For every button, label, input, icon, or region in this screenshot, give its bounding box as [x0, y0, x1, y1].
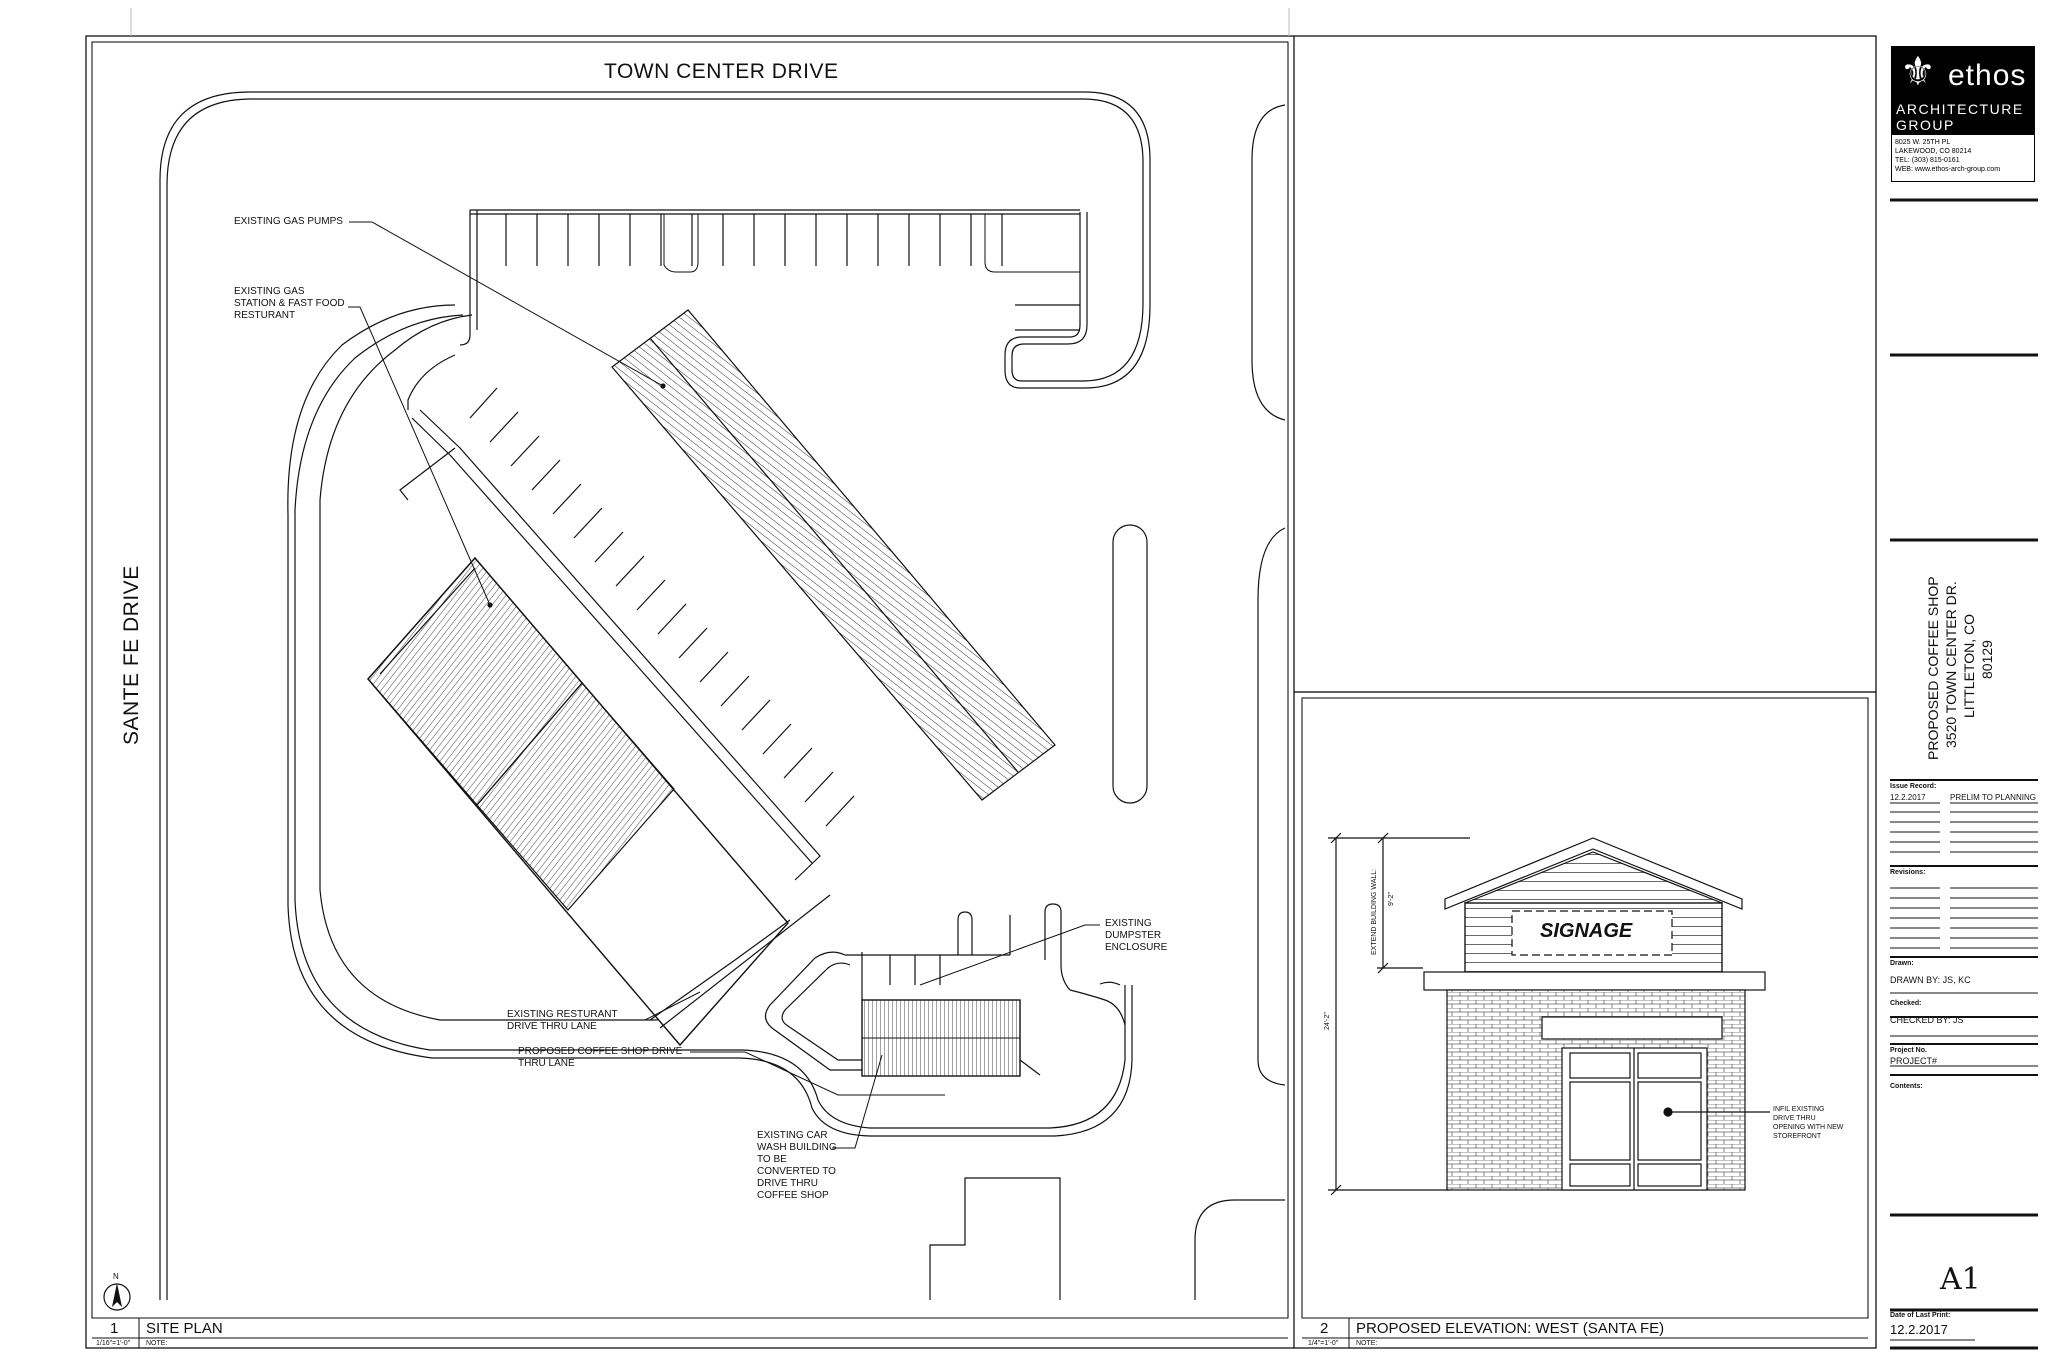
label-coffee-lane-line2: THRU LANE [518, 1058, 575, 1069]
north-arrow-label: N [113, 1272, 119, 1281]
signage-label: SIGNAGE [1540, 920, 1633, 942]
title-bars [92, 1317, 1868, 1348]
logo-line1: ARCHITECTURE [1896, 101, 2024, 117]
logo-line2: GROUP [1896, 117, 1955, 133]
project-address: 3520 TOWN CENTER DR. [1943, 581, 1959, 748]
label-dumpster-line1: EXISTING [1105, 918, 1152, 929]
label-restaurant-lane-line1: EXISTING RESTURANT [507, 1009, 618, 1020]
label-restaurant-lane-line2: DRIVE THRU LANE [507, 1021, 597, 1032]
project-number-value: PROJECT# [1890, 1056, 1938, 1066]
infill-label-line1: INFIL EXISTING [1773, 1106, 1825, 1113]
site-plan-note: NOTE: [146, 1340, 168, 1347]
drawn-label: Drawn: [1890, 960, 1914, 967]
last-print-label: Date of Last Print: [1890, 1312, 1951, 1319]
infill-label-line4: STOREFRONT [1773, 1133, 1822, 1140]
issue-description: PRELIM TO PLANNING [1950, 793, 2036, 802]
label-gas-station-line2: STATION & FAST FOOD [234, 298, 345, 309]
label-gas-pumps: EXISTING GAS PUMPS [234, 216, 343, 227]
label-car-wash-line2: WASH BUILDING [757, 1142, 837, 1153]
label-gas-station-line1: EXISTING GAS [234, 286, 305, 297]
extend-wall-label-line2: 9'-2" [1388, 892, 1395, 906]
project-number-label: Project No. [1890, 1047, 1927, 1054]
sheet-number: A1 [1940, 1262, 1981, 1297]
last-print-date: 12.2.2017 [1890, 1322, 1948, 1337]
issue-record-label: Issue Record: [1890, 783, 1937, 790]
road-label-santa-fe: SANTE FE DRIVE [120, 565, 143, 745]
checked-label: Checked: [1890, 1000, 1922, 1007]
label-dumpster-line2: DUMPSTER [1105, 930, 1162, 941]
project-city: LITTLETON, CO [1961, 614, 1977, 718]
infill-label-line2: DRIVE THRU [1773, 1115, 1816, 1122]
west-elevation [1328, 832, 1770, 1196]
car-wash-building [764, 903, 1126, 1077]
extend-wall-label-line1: EXTEND BUILDING WALL: [1371, 868, 1378, 955]
label-car-wash-line1: EXISTING CAR [757, 1130, 828, 1141]
label-dumpster-line3: ENCLOSURE [1105, 942, 1168, 953]
infill-label-line3: OPENING WITH NEW [1773, 1124, 1844, 1131]
site-plan-scale: 1/16"=1'-0" [96, 1340, 131, 1347]
label-car-wash-line4: CONVERTED TO [757, 1166, 836, 1177]
contents-label: Contents: [1890, 1083, 1923, 1090]
elevation-title: PROPOSED ELEVATION: WEST (SANTA FE) [1356, 1320, 1665, 1337]
firm-address-line3: TEL: (303) 815-0161 [1895, 157, 1960, 164]
firm-address-line4: WEB: www.ethos-arch-group.com [1895, 166, 2001, 173]
elevation-scale: 1/4"=1'-0" [1308, 1340, 1339, 1347]
project-name: PROPOSED COFFEE SHOP [1925, 576, 1941, 760]
north-arrow [103, 1283, 131, 1311]
firm-address-line1: 8025 W. 25TH PL [1895, 139, 1951, 146]
title-block-rules [1890, 198, 2038, 1350]
site-plan [159, 91, 1286, 1300]
firm-logo: ⚜ ethos ARCHITECTURE GROUP 8025 W. 25TH … [1891, 46, 2035, 182]
label-car-wash-line6: COFFEE SHOP [757, 1190, 829, 1201]
gas-station-building [367, 556, 789, 1047]
issue-date: 12.2.2017 [1890, 793, 1926, 802]
road-label-town-center: TOWN CENTER DRIVE [604, 60, 839, 83]
elevation-note: NOTE: [1356, 1340, 1378, 1347]
elevation-number: 2 [1320, 1320, 1329, 1337]
label-car-wash-line3: TO BE [757, 1154, 787, 1165]
revisions-label: Revisions: [1890, 869, 1926, 876]
label-car-wash-line5: DRIVE THRU [757, 1178, 818, 1189]
site-plan-title: SITE PLAN [146, 1320, 223, 1337]
logo-name: ethos [1948, 59, 2027, 92]
drawn-value: DRAWN BY: JS, KC [1890, 975, 1971, 985]
total-height-label: 24'-2" [1324, 1012, 1331, 1030]
fleur-de-lis-icon: ⚜ [1900, 49, 1936, 95]
property-curb [159, 91, 1151, 1300]
checked-value: CHECKED BY: JS [1890, 1015, 1964, 1025]
signage-box [1511, 910, 1673, 956]
firm-address-line2: LAKEWOOD, CO 80214 [1895, 148, 1972, 155]
site-plan-number: 1 [110, 1320, 119, 1337]
label-gas-station-line3: RESTURANT [234, 310, 296, 321]
label-coffee-lane-line1: PROPOSED COFFEE SHOP DRIVE [518, 1046, 683, 1057]
project-zip: 80129 [1979, 640, 1995, 679]
